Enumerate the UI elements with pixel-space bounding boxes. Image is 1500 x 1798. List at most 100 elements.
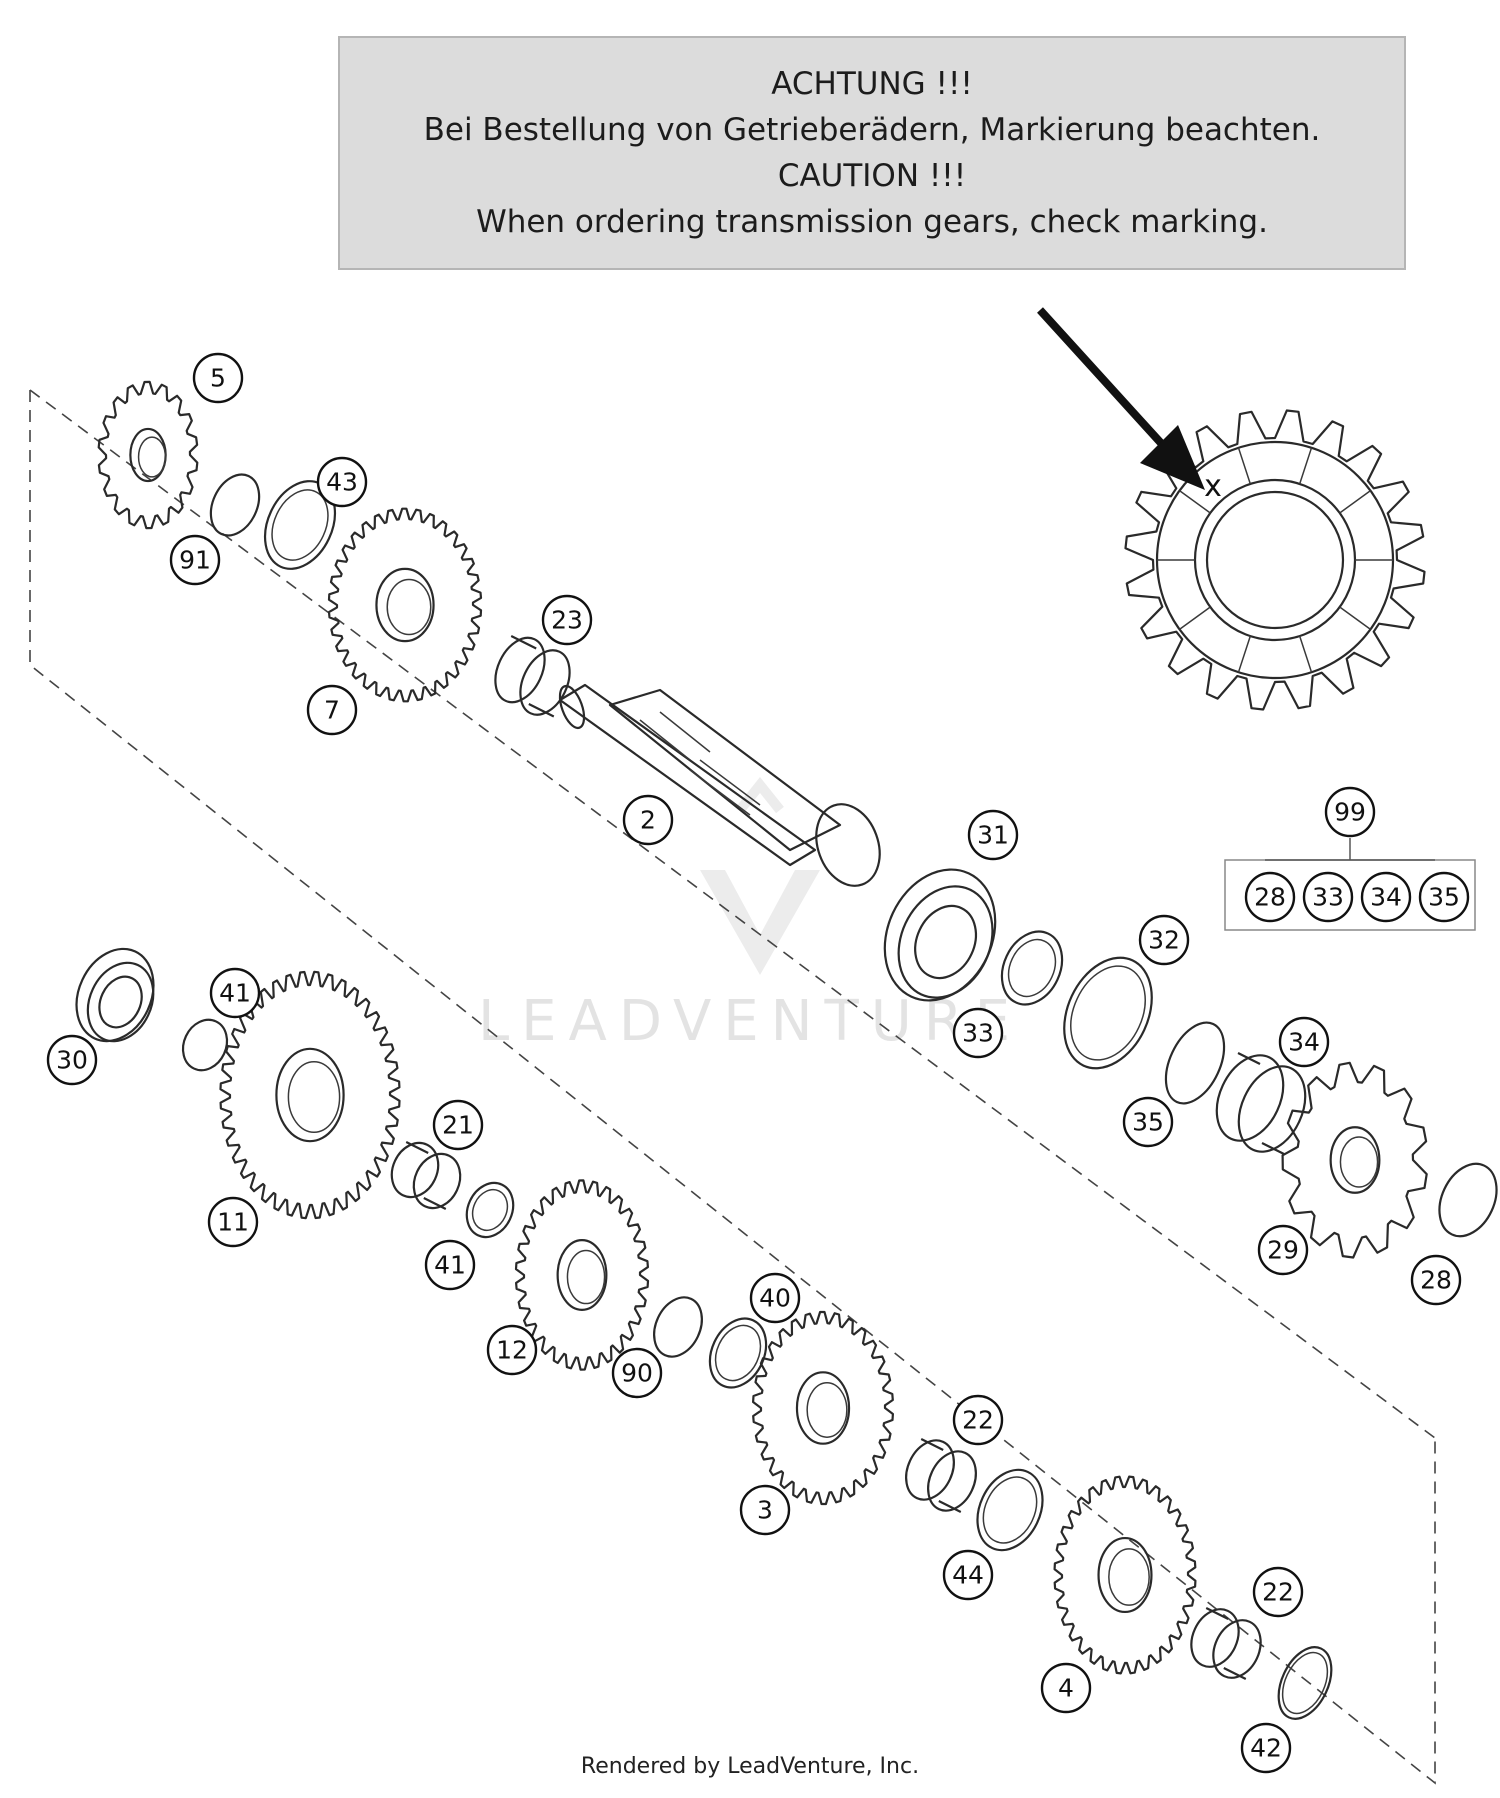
callout-12: 12: [486, 1324, 538, 1376]
bushing-22b: [1190, 1607, 1262, 1680]
callout-label: 3: [757, 1496, 773, 1525]
bushing-23: [494, 635, 571, 718]
callout-40: 40: [749, 1272, 801, 1324]
callout-label: 12: [496, 1336, 528, 1365]
bearing-31: [883, 868, 997, 1002]
callout-label: 90: [621, 1359, 653, 1388]
callout-label: 7: [324, 696, 340, 725]
callout-label: 32: [1148, 926, 1180, 955]
callout-label: 23: [551, 606, 583, 635]
callout-label: 91: [179, 546, 211, 575]
bearing-30: [75, 947, 155, 1043]
washer-32: [1000, 930, 1064, 1006]
snap-ring-28: [1438, 1162, 1498, 1238]
callout-99: 99: [1324, 786, 1376, 838]
washer-41a: [181, 1018, 229, 1072]
sprocket-29: [1281, 1061, 1428, 1259]
callouts-layer: 5439172323133323534292830411121411290403…: [46, 352, 1470, 1774]
callout-41: 41: [209, 967, 261, 1019]
callout-32: 32: [1138, 914, 1190, 966]
callout-label: 22: [962, 1406, 994, 1435]
footer-credit: Rendered by LeadVenture, Inc.: [580, 1754, 920, 1779]
marking-x: x: [1204, 469, 1222, 504]
callout-7: 7: [306, 684, 358, 736]
callout-31: 31: [967, 809, 1019, 861]
callout-4: 4: [1040, 1662, 1092, 1714]
callout-29: 29: [1257, 1224, 1309, 1276]
gear-segment-line: [1339, 606, 1371, 631]
callout-label: 31: [977, 821, 1009, 850]
bushing-34: [1215, 1052, 1307, 1155]
callout-42: 42: [1240, 1722, 1292, 1774]
bushing-21: [390, 1141, 462, 1210]
callout-label: 22: [1262, 1578, 1294, 1607]
washer-42: [1277, 1646, 1333, 1720]
callout-label: 41: [219, 979, 251, 1008]
callout-label: 99: [1334, 798, 1366, 827]
gear-5: [97, 380, 199, 530]
kit-item-34: 34: [1360, 871, 1412, 923]
callout-2: 2: [622, 794, 674, 846]
caution-notice: ACHTUNG !!! Bei Bestellung von Getrieber…: [338, 36, 1406, 270]
callout-label: 42: [1250, 1734, 1282, 1763]
gear-teeth: [1124, 409, 1426, 711]
kit-item-33: 33: [1302, 871, 1354, 923]
arrow-head-icon: [1140, 425, 1205, 490]
snap-ring-90: [653, 1296, 703, 1358]
kit-item-28: 28: [1244, 871, 1296, 923]
callout-21: 21: [432, 1099, 484, 1151]
callout-label: 33: [962, 1019, 994, 1048]
gear-segment-line: [1179, 606, 1211, 631]
callout-label: 21: [442, 1111, 474, 1140]
callout-label: 40: [759, 1284, 791, 1313]
shaft-axis-boundary: [29, 390, 1436, 1785]
callout-41: 41: [424, 1239, 476, 1291]
washer-44: [976, 1468, 1044, 1552]
callout-label: 44: [952, 1561, 984, 1590]
gear-11: [219, 970, 401, 1220]
callout-28: 28: [1410, 1254, 1462, 1306]
callout-label: 28: [1254, 883, 1286, 912]
callout-label: 30: [56, 1046, 88, 1075]
gear-segment-line: [1298, 635, 1313, 673]
notice-line-3: CAUTION !!!: [777, 158, 967, 194]
callout-44: 44: [942, 1549, 994, 1601]
callout-label: 5: [210, 364, 226, 393]
bushing-22a: [905, 1438, 977, 1513]
callout-30: 30: [46, 1034, 98, 1086]
notice-line-1: ACHTUNG !!!: [771, 66, 973, 102]
callout-91: 91: [169, 534, 221, 586]
shaft-axis-line: [29, 389, 1436, 1439]
notice-line-2: Bei Bestellung von Getrieberädern, Marki…: [423, 112, 1321, 148]
callout-43: 43: [316, 456, 368, 508]
callout-23: 23: [541, 594, 593, 646]
callout-90: 90: [611, 1347, 663, 1399]
callout-34: 34: [1278, 1016, 1330, 1068]
callout-label: 4: [1058, 1674, 1074, 1703]
callout-11: 11: [207, 1196, 259, 1248]
callout-5: 5: [192, 352, 244, 404]
callout-22: 22: [1252, 1566, 1304, 1618]
gear-4: [1053, 1475, 1197, 1675]
notice-line-4: When ordering transmission gears, check …: [476, 204, 1268, 240]
washer-40: [708, 1317, 768, 1389]
callout-35: 35: [1122, 1096, 1174, 1148]
snap-ring-35: [1164, 1021, 1226, 1105]
callout-label: 34: [1288, 1028, 1320, 1057]
callout-label: 41: [434, 1251, 466, 1280]
gear-12: [514, 1179, 650, 1371]
callout-label: 29: [1267, 1236, 1299, 1265]
washer-33: [1063, 956, 1153, 1070]
gear-3: [752, 1310, 894, 1506]
gear-7: [327, 507, 483, 703]
washer-41b: [465, 1181, 515, 1239]
parts-layer: [75, 380, 1498, 1720]
kit-item-35: 35: [1418, 871, 1470, 923]
callout-3: 3: [739, 1484, 791, 1536]
gear-segment-line: [1237, 635, 1252, 673]
callout-label: 35: [1132, 1108, 1164, 1137]
snap-ring-91: [209, 473, 261, 537]
callout-label: 2: [640, 806, 656, 835]
callout-label: 34: [1370, 883, 1402, 912]
